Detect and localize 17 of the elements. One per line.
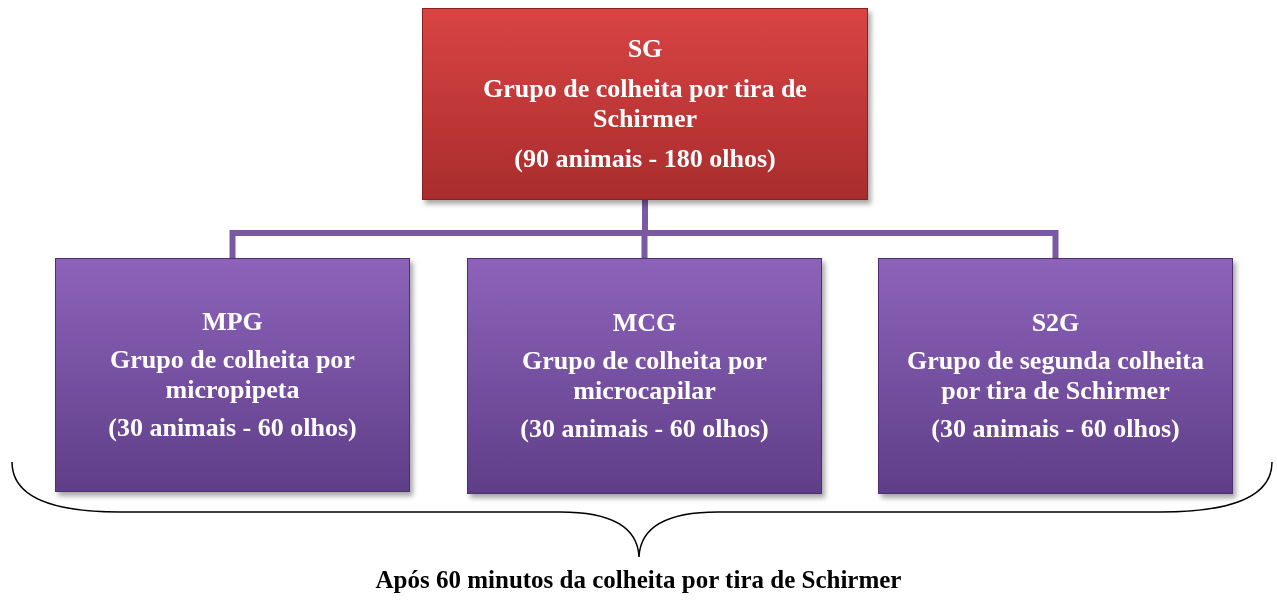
group-description: Grupo de colheita por microcapilar — [521, 346, 768, 406]
group-code: S2G — [1031, 308, 1080, 339]
group-box — [422, 8, 868, 200]
brace-caption: Após 60 minutos da colheita por tira de Schirmer — [374, 566, 903, 594]
sample-count: (90 animais - 180 olhos) — [514, 143, 776, 174]
group-code: MCG — [612, 308, 677, 339]
group-box — [55, 258, 410, 492]
sample-count: (30 animais - 60 olhos) — [931, 413, 1180, 444]
sample-count: (30 animais - 60 olhos) — [520, 413, 769, 444]
group-description: Grupo de colheita por tira de Schirmer — [482, 74, 808, 134]
group-code: MPG — [202, 307, 263, 338]
group-code: SG — [627, 34, 663, 65]
group-box — [467, 258, 822, 494]
group-description: Grupo de segunda colheita por tira de Schirmer — [906, 346, 1205, 406]
sample-count: (30 animais - 60 olhos) — [108, 412, 357, 443]
group-description: Grupo de colheita por micropipeta — [109, 345, 356, 405]
group-box — [878, 258, 1233, 494]
